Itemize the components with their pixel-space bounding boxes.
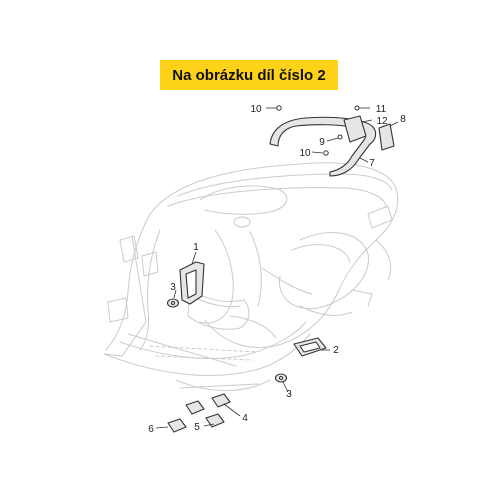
callout-10-top: 10 <box>250 104 262 115</box>
screw-10-mid <box>323 150 329 156</box>
callout-8: 8 <box>400 114 406 125</box>
screw-10-top <box>276 105 282 111</box>
part-3-clip-lower <box>274 373 288 383</box>
callout-7: 7 <box>369 158 375 169</box>
callout-labels: 10 11 12 8 9 10 7 1 3 2 3 4 5 6 <box>148 104 406 435</box>
callout-4: 4 <box>242 413 248 424</box>
title-banner: Na obrázku díl číslo 2 <box>160 60 338 90</box>
part-6-rubber-bumper <box>167 418 187 433</box>
callout-10-mid: 10 <box>299 148 311 159</box>
scooter-body-outline <box>103 162 399 392</box>
callout-3-lower: 3 <box>286 389 292 400</box>
callout-1: 1 <box>193 242 199 253</box>
part-3-clip-upper <box>166 298 180 308</box>
part-12-mount-plate <box>343 115 367 143</box>
part-2-trim-piece <box>293 337 327 357</box>
callout-3-upper: 3 <box>170 282 176 293</box>
callout-12: 12 <box>376 116 388 127</box>
part-1-cover-panel <box>179 261 205 305</box>
part-7-rear-grab-rail <box>269 116 377 177</box>
screw-11 <box>354 105 360 111</box>
leader-lines <box>155 107 399 429</box>
screw-9 <box>337 134 343 140</box>
callout-11: 11 <box>376 104 387 115</box>
part-5-rubber-bumpers <box>185 400 225 428</box>
callout-9: 9 <box>319 137 325 148</box>
callout-6: 6 <box>148 424 154 435</box>
part-4-rubber-bumper <box>211 393 231 408</box>
callout-2: 2 <box>333 345 339 356</box>
callout-5: 5 <box>194 422 200 433</box>
part-8-bracket <box>378 123 395 151</box>
